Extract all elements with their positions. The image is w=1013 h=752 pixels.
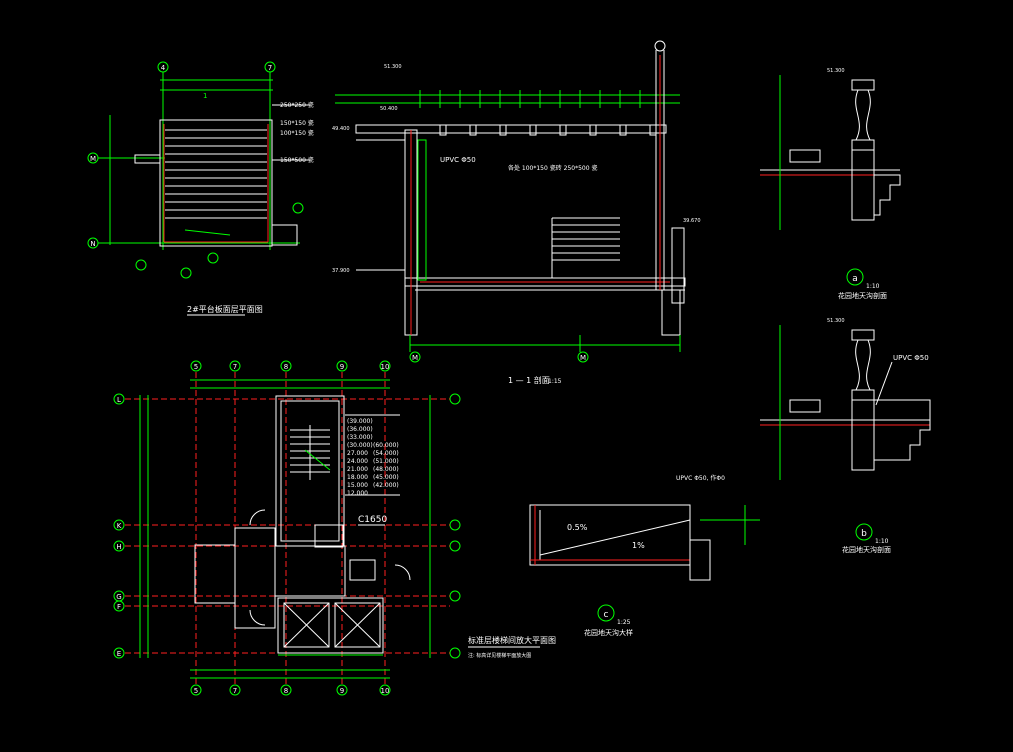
upvc-label: UPVC Φ50 bbox=[893, 354, 929, 362]
level-value: (30.000) bbox=[347, 442, 373, 449]
level-value: (45.000) bbox=[373, 474, 399, 481]
detail-mark: b bbox=[861, 529, 867, 539]
slope-label: 0.5% bbox=[567, 523, 588, 532]
axis-label: N bbox=[90, 240, 95, 248]
level-list: (39.000) (36.000) (33.000) (30.000) 27.0… bbox=[345, 414, 400, 497]
level-value: 15.000 bbox=[347, 482, 368, 489]
axis-label: G bbox=[116, 593, 121, 601]
axis-label: 4 bbox=[161, 64, 166, 72]
left-axes: L K H G F E bbox=[113, 393, 461, 659]
plan-top-title: 2#平台板面层平面图 bbox=[187, 304, 263, 314]
detail-c: 0.5% 1% UPVC Φ50, 作Φ0 c 1:25 花园地天沟大样 bbox=[529, 474, 760, 637]
upvc-label: UPVC Φ50, 作Φ0 bbox=[676, 474, 725, 482]
elevator-shafts bbox=[277, 597, 384, 656]
axis-label: 8 bbox=[284, 363, 288, 371]
axis-label: K bbox=[117, 522, 122, 530]
axis-label: 7 bbox=[268, 64, 272, 72]
axis-label: 5 bbox=[194, 363, 198, 371]
level-value: (42.000) bbox=[373, 482, 399, 489]
level-value: 21.000 bbox=[347, 466, 368, 473]
top-axes: 5 7 8 9 10 bbox=[190, 360, 391, 372]
level-value: (39.000) bbox=[347, 418, 373, 425]
level-value: (36.000) bbox=[347, 426, 373, 433]
detail-title: 花园地天沟大样 bbox=[584, 628, 633, 637]
level-value: 27.000 bbox=[347, 450, 368, 457]
plan-main: 5 7 8 9 10 5 7 8 9 10 L K H G F bbox=[113, 360, 556, 696]
note: 150*150 瓷 bbox=[280, 119, 314, 127]
section-mark: 1 bbox=[203, 92, 207, 100]
level-label: 39.670 bbox=[683, 218, 701, 224]
detail-title: 花园地天沟剖面 bbox=[842, 545, 891, 554]
axis-label: M bbox=[580, 354, 586, 362]
bottom-axes: 5 7 8 9 10 bbox=[190, 684, 391, 696]
axis-label: M bbox=[412, 354, 418, 362]
axis-label: 10 bbox=[381, 363, 390, 371]
level-value: (54.000) bbox=[373, 450, 399, 457]
level-label: 37.900 bbox=[332, 268, 350, 274]
axis-label: E bbox=[117, 650, 121, 658]
level-label: 51.300 bbox=[827, 68, 845, 74]
upvc-label: UPVC Φ50 bbox=[440, 156, 476, 164]
level-label: 49.400 bbox=[332, 126, 350, 132]
axis-label: F bbox=[117, 603, 121, 611]
level-value: 12.000 bbox=[347, 490, 368, 497]
axis-label: 5 bbox=[194, 687, 198, 695]
axis-label: H bbox=[116, 543, 121, 551]
detail-a: 51.300 a 1:10 花园地天沟剖面 bbox=[760, 68, 901, 300]
axis-label: 9 bbox=[340, 687, 344, 695]
detail-mark: c bbox=[604, 610, 609, 620]
axis-label: 10 bbox=[381, 687, 390, 695]
level-value: 24.000 bbox=[347, 458, 368, 465]
section-title: 1 — 1 剖面 bbox=[508, 375, 550, 385]
detail-scale: 1:10 bbox=[875, 538, 889, 545]
detail-scale: 1:25 bbox=[617, 619, 631, 626]
note: 100*150 瓷 bbox=[280, 129, 314, 137]
detail-mark: a bbox=[852, 274, 858, 284]
axis-label: 9 bbox=[340, 363, 344, 371]
detail-b: 51.300 UPVC Φ50 b 1:10 花园地天沟剖面 bbox=[760, 318, 931, 554]
axis-label: 7 bbox=[233, 687, 237, 695]
door-label: C1650 bbox=[358, 515, 387, 525]
level-label: 50.400 bbox=[380, 106, 398, 112]
section-1-1: UPVC Φ50 各处 100*150 瓷砖 250*500 瓷 51.300 … bbox=[332, 40, 701, 385]
plan-main-title: 标准层楼梯间放大平面图 bbox=[468, 635, 556, 645]
level-value: (51.000) bbox=[373, 458, 399, 465]
level-value: (60.000) bbox=[373, 442, 399, 449]
axis-label: 8 bbox=[284, 687, 288, 695]
axis-label: M bbox=[90, 155, 96, 163]
section-note: 各处 100*150 瓷砖 250*500 瓷 bbox=[508, 164, 597, 172]
level-label: 51.300 bbox=[384, 64, 402, 70]
detail-scale: 1:10 bbox=[866, 283, 880, 290]
plan-top: 4 7 1 M N 250*250 瓷 bbox=[87, 61, 314, 316]
detail-title: 花园地天沟剖面 bbox=[838, 291, 887, 300]
level-value: (48.000) bbox=[373, 466, 399, 473]
level-value: (33.000) bbox=[347, 434, 373, 441]
plan-main-subtitle: 注: 标高详见楼梯平面放大图 bbox=[468, 652, 531, 659]
axis-label: L bbox=[117, 396, 121, 404]
section-scale: 1:15 bbox=[548, 378, 562, 385]
slope-label: 1% bbox=[632, 541, 645, 550]
level-value: 18.000 bbox=[347, 474, 368, 481]
axis-label: 7 bbox=[233, 363, 237, 371]
level-label: 51.300 bbox=[827, 318, 845, 324]
